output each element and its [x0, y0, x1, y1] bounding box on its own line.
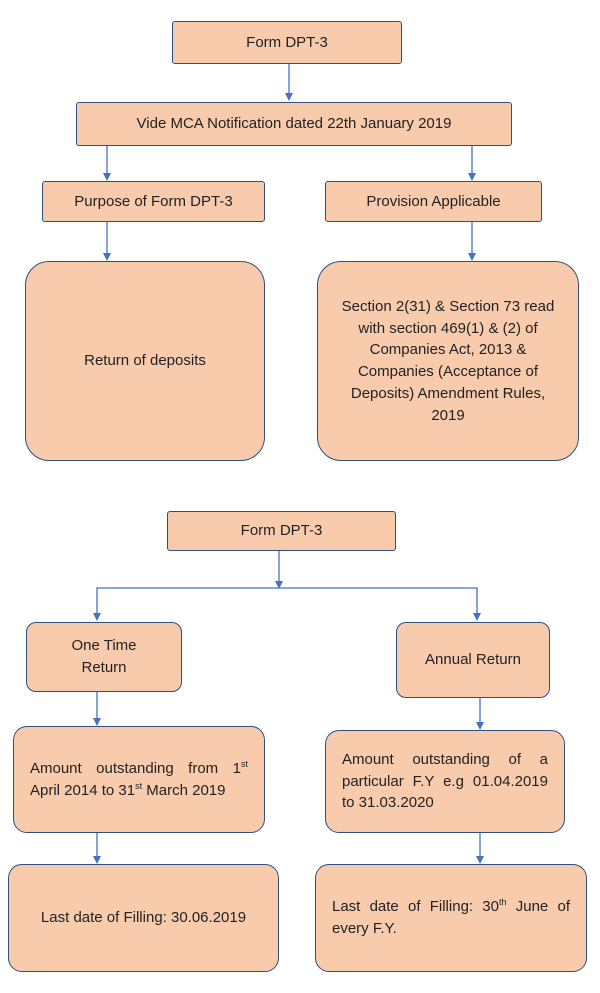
provision-text: Section 2(31) & Section 73 read with sec…: [341, 297, 555, 424]
annual-last-date-text: Last date of Filling: 30th June of every…: [332, 897, 571, 937]
annual-return-label: Annual Return: [425, 651, 521, 669]
purpose-text-box: Return of deposits: [25, 261, 265, 461]
purpose-heading-box: Purpose of Form DPT-3: [42, 181, 265, 222]
annual-return-box: Annual Return: [396, 622, 550, 698]
one-time-return-label-1: One Time: [71, 637, 137, 655]
form-dpt3-label-top: Form DPT-3: [246, 33, 328, 51]
notification-label: Vide MCA Notification dated 22th January…: [136, 115, 452, 133]
arrow-split-right: [279, 587, 481, 621]
arrow-split-left: [93, 587, 279, 621]
purpose-text: Return of deposits: [84, 352, 206, 370]
one-time-last-date-text: Last date of Filling: 30.06.2019: [40, 909, 247, 927]
one-time-last-date-box: Last date of Filling: 30.06.2019: [8, 864, 279, 972]
form-dpt3-label-bottom: Form DPT-3: [240, 522, 323, 540]
one-time-amount-text: Amount outstanding from 1st April 2014 t…: [30, 758, 248, 799]
provision-heading-box: Provision Applicable: [325, 181, 542, 222]
annual-amount-box: Amount outstanding of a particular F.Y e…: [325, 730, 565, 833]
form-dpt3-box-bottom: Form DPT-3: [167, 511, 396, 551]
notification-box: Vide MCA Notification dated 22th January…: [76, 102, 512, 146]
annual-last-date-box: Last date of Filling: 30th June of every…: [315, 864, 587, 972]
one-time-amount-box: Amount outstanding from 1st April 2014 t…: [13, 726, 265, 833]
annual-amount-text: Amount outstanding of a particular F.Y e…: [342, 750, 548, 812]
provision-text-box: Section 2(31) & Section 73 read with sec…: [317, 261, 579, 461]
one-time-return-box: One Time Return: [26, 622, 182, 692]
purpose-heading-label: Purpose of Form DPT-3: [74, 192, 233, 210]
one-time-return-label-2: Return: [81, 659, 127, 676]
provision-heading-label: Provision Applicable: [366, 192, 501, 210]
form-dpt3-box-top: Form DPT-3: [172, 21, 402, 64]
